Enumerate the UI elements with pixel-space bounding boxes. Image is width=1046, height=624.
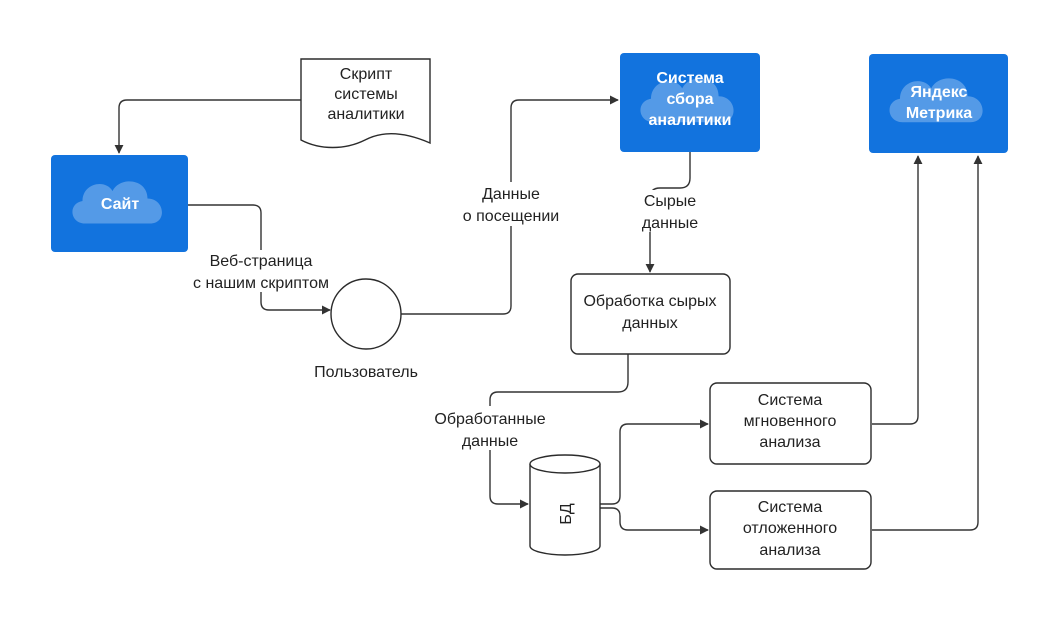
db-label: БД [558, 503, 575, 525]
db-node[interactable]: БД [529, 454, 601, 556]
collect-system-line: сбора [666, 91, 713, 108]
raw-processing-box [570, 273, 731, 355]
raw-processing-line: Обработка сырых [583, 293, 716, 310]
document-shape [300, 58, 431, 149]
deferred-analysis-node[interactable]: Система отложенного анализа [709, 490, 872, 570]
deferred-analysis-line: отложенного [743, 520, 837, 537]
instant-analysis-node[interactable]: Система мгновенного анализа [709, 382, 872, 465]
yandex-metrika-node[interactable]: Яндекс Метрика [869, 54, 1008, 153]
instant-analysis-line: анализа [759, 434, 820, 451]
edge-db-to-deferred [600, 507, 709, 535]
instant-analysis-box [709, 382, 872, 465]
site-node[interactable]: Сайт [51, 155, 188, 252]
script-document-node[interactable]: Скрипт системы аналитики [300, 58, 431, 149]
edge-label-line: с нашим скриптом [193, 275, 329, 292]
db-top [529, 454, 601, 474]
deferred-analysis-line: Система [758, 499, 823, 516]
instant-analysis-line: мгновенного [744, 413, 837, 430]
edge-label-line: данные [462, 433, 518, 450]
collect-system-line: Система [656, 70, 723, 87]
edge-instant-to-yandex [872, 155, 923, 425]
raw-processing-line: данных [622, 315, 677, 332]
user-circle [330, 278, 402, 350]
user-node[interactable]: Пользователь [314, 278, 418, 381]
raw-processing-node[interactable]: Обработка сырых данных [570, 273, 731, 355]
instant-analysis-line: Система [758, 392, 823, 409]
script-line: системы [334, 86, 397, 103]
edge-processing-to-db [489, 354, 629, 509]
deferred-analysis-line: анализа [759, 542, 820, 559]
edge-script-to-site [114, 99, 303, 154]
edge-label-line: данные [642, 215, 698, 232]
edge-label-line: Обработанные [434, 411, 545, 428]
yandex-metrika-line: Яндекс [911, 84, 968, 101]
edge-label-web-page: Веб-страница с нашим скриптом [182, 250, 340, 292]
db-cylinder [529, 464, 601, 556]
script-line: Скрипт [340, 66, 393, 83]
user-label: Пользователь [314, 364, 418, 381]
edge-label-line: Сырые [644, 193, 696, 210]
edge-label-line: о посещении [463, 208, 559, 225]
collect-system-line: аналитики [649, 112, 732, 129]
edge-deferred-to-yandex [872, 155, 983, 531]
edge-db-to-instant [600, 419, 709, 505]
collect-system-node[interactable]: Система сбора аналитики [620, 53, 760, 152]
yandex-metrika-line: Метрика [906, 105, 972, 122]
edge-label-line: Данные [482, 186, 540, 203]
edge-label-processed-data: Обработанные данные [422, 406, 558, 450]
site-label: Сайт [101, 196, 139, 213]
edge-label-raw-data: Сырые данные [632, 190, 708, 232]
script-line: аналитики [327, 106, 404, 123]
deferred-analysis-box [709, 490, 872, 570]
edge-label-line: Веб-страница [210, 253, 313, 270]
edge-label-visit-data: Данные о посещении [452, 182, 570, 226]
